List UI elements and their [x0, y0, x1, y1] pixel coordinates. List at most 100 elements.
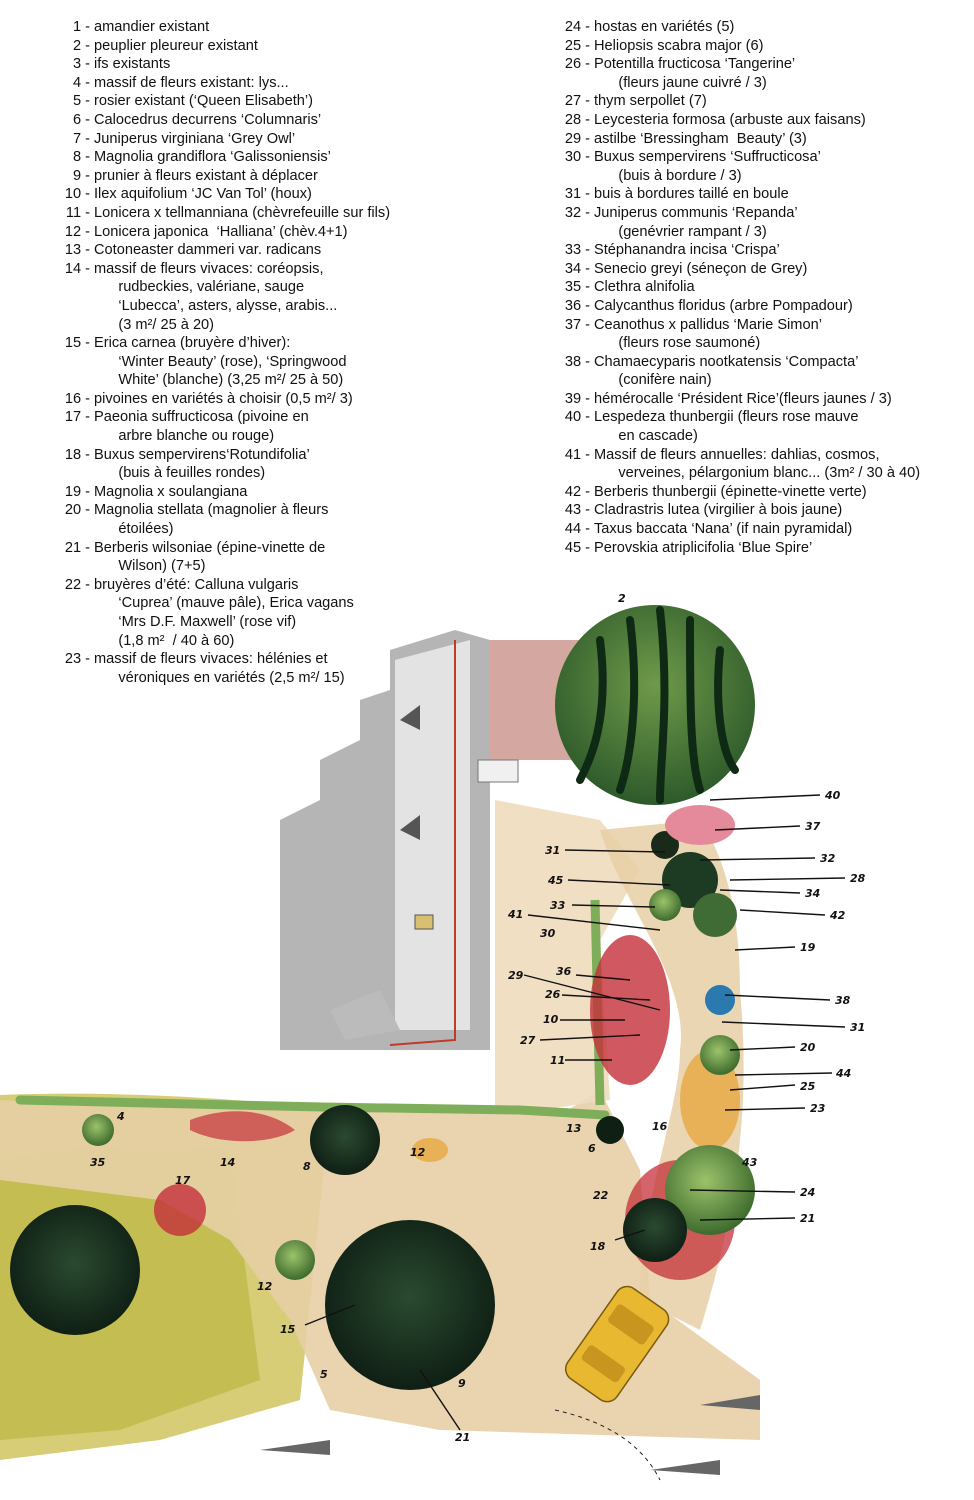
- legend-text: Juniperus virginiana ‘Grey Owl’: [94, 130, 296, 147]
- plan-label: 21: [800, 1212, 815, 1225]
- legend-text: Potentilla fructicosa ‘Tangerine’ (fleur…: [594, 56, 796, 91]
- plan-label: 26: [545, 988, 561, 1001]
- legend-number: 36 -: [564, 297, 590, 314]
- legend-number: 43 -: [564, 502, 590, 519]
- plan-label: 29: [508, 969, 524, 982]
- plan-label: 11: [550, 1054, 565, 1067]
- legend-text: thym serpollet (7): [594, 93, 707, 110]
- legend-entry: 22 -bruyères d’été: Calluna vulgaris ‘Cu…: [62, 576, 517, 650]
- legend-number: 20 -: [64, 502, 90, 519]
- flower-shrub-17: [154, 1184, 206, 1236]
- plan-label: 8: [303, 1160, 311, 1173]
- legend-entry: 7 -Juniperus virginiana ‘Grey Owl’: [62, 130, 517, 149]
- legend-text: massif de fleurs existant: lys...: [94, 74, 289, 91]
- legend-entry: 35 -Clethra alnifolia: [560, 278, 965, 297]
- plan-label: 43: [741, 1156, 758, 1169]
- legend-text: Magnolia x soulangiana: [94, 483, 248, 500]
- legend-entry: 4 -massif de fleurs existant: lys...: [62, 74, 517, 93]
- legend-number: 35 -: [564, 279, 590, 296]
- legend-entry: 33 -Stéphanandra incisa ‘Crispa’: [560, 241, 965, 260]
- plan-label: 2: [618, 592, 626, 605]
- legend-text: Cotoneaster dammeri var. radicans: [94, 242, 322, 259]
- legend-text: Paeonia suffructicosa (pivoine en arbre …: [94, 409, 309, 445]
- legend-number: 12 -: [64, 223, 90, 240]
- plan-label: 31: [545, 844, 560, 857]
- legend-number: 28 -: [564, 111, 590, 128]
- flower-bed-14: [190, 1111, 295, 1142]
- legend-entry: 12 -Lonicera japonica ‘Halliana’ (chèv.4…: [62, 223, 517, 242]
- shrub-4: [82, 1114, 114, 1146]
- legend-entry: 27 -thym serpollet (7): [560, 92, 965, 111]
- legend-entry: 29 -astilbe ‘Bressingham Beauty’ (3): [560, 130, 965, 149]
- dark-shrub-bed: [596, 1116, 624, 1144]
- legend-number: 40 -: [564, 409, 590, 426]
- legend-entry: 1 -amandier existant: [62, 18, 517, 37]
- legend-text: Buxus sempervirens‘Rotundifolia’ (buis à…: [94, 446, 310, 482]
- plan-label: 14: [220, 1156, 235, 1169]
- legend-text: Clethra alnifolia: [594, 279, 695, 296]
- legend-entry: 15 -Erica carnea (bruyère d’hiver): ‘Win…: [62, 334, 517, 390]
- plan-label: 16: [652, 1120, 668, 1133]
- legend-text: massif de fleurs vivaces: hélénies et vé…: [94, 651, 345, 686]
- legend-number: 42 -: [564, 483, 590, 500]
- legend-number: 31 -: [564, 186, 590, 203]
- legend-entry: 24 -hostas en variétés (5): [560, 18, 965, 37]
- legend-entry: 43 -Cladrastris lutea (virgilier à bois …: [560, 501, 965, 520]
- legend-entry: 2 -peuplier pleureur existant: [62, 37, 517, 56]
- legend-entry: 21 -Berberis wilsoniae (épine-vinette de…: [62, 539, 517, 576]
- legend-entry: 20 -Magnolia stellata (magnolier à fleur…: [62, 501, 517, 538]
- plan-label: 22: [593, 1189, 609, 1202]
- legend-text: Berberis wilsoniae (épine-vinette de Wil…: [94, 539, 326, 575]
- legend-number: 15 -: [64, 335, 90, 352]
- legend-text: Magnolia grandiflora ‘Galissoniensis’: [94, 149, 331, 166]
- legend-entry: 26 -Potentilla fructicosa ‘Tangerine’ (f…: [560, 55, 965, 92]
- plan-label: 30: [540, 927, 556, 940]
- legend-text: Calycanthus floridus (arbre Pompadour): [594, 297, 853, 314]
- legend-number: 18 -: [64, 446, 90, 463]
- legend-text: Lonicera japonica ‘Halliana’ (chèv.4+1): [94, 223, 348, 240]
- legend-text: pivoines en variétés à choisir (0,5 m²/ …: [94, 390, 353, 407]
- plan-label: 41: [507, 908, 523, 921]
- flower-bed-orange: [412, 1138, 448, 1162]
- gate-arc: [554, 1409, 661, 1481]
- legend-text: Juniperus communis ‘Repanda’ (genévrier …: [594, 204, 798, 240]
- legend-number: 3 -: [72, 56, 90, 73]
- legend-number: 8 -: [72, 149, 90, 166]
- legend-text: Perovskia atriplicifolia ‘Blue Spire’: [594, 539, 813, 556]
- legend-number: 6 -: [72, 111, 90, 128]
- legend-text: ifs existants: [94, 56, 171, 73]
- legend-number: 33 -: [564, 242, 590, 259]
- legend-text: Cladrastris lutea (virgilier à bois jaun…: [594, 502, 843, 519]
- legend-number: 44 -: [564, 521, 590, 538]
- plan-label: 38: [835, 994, 851, 1007]
- legend-entry: 19 -Magnolia x soulangiana: [62, 483, 517, 502]
- legend-entry: 32 -Juniperus communis ‘Repanda’ (genévr…: [560, 204, 965, 241]
- legend-number: 37 -: [564, 316, 590, 333]
- legend-number: 26 -: [564, 56, 590, 73]
- legend-text: peuplier pleureur existant: [94, 37, 258, 54]
- plan-label: 20: [800, 1041, 816, 1054]
- legend-text: Stéphanandra incisa ‘Crispa’: [594, 242, 780, 259]
- legend-text: Buxus sempervirens ‘Suffructicosa’ (buis…: [594, 149, 821, 184]
- legend-number: 14 -: [64, 260, 90, 277]
- plan-label: 32: [820, 852, 836, 865]
- plan-label: 4: [116, 1110, 125, 1123]
- legend-text: Magnolia stellata (magnolier à fleurs ét…: [94, 502, 329, 538]
- legend-number: 29 -: [564, 130, 590, 147]
- legend-text: amandier existant: [94, 19, 210, 35]
- legend-entry: 18 -Buxus sempervirens‘Rotundifolia’ (bu…: [62, 446, 517, 483]
- legend-number: 27 -: [564, 93, 590, 110]
- gate-wedge-3: [260, 1440, 330, 1455]
- legend-number: 16 -: [64, 390, 90, 407]
- house: [280, 630, 490, 1050]
- plan-label: 18: [590, 1240, 606, 1253]
- dark-tree-left: [10, 1205, 140, 1335]
- legend-text: Massif de fleurs annuelles: dahlias, cos…: [594, 446, 921, 482]
- plan-label: 34: [805, 887, 820, 900]
- legend-entry: 6 -Calocedrus decurrens ‘Columnaris’: [62, 111, 517, 130]
- legend-text: hostas en variétés (5): [594, 19, 735, 35]
- plan-label: 9: [458, 1377, 466, 1390]
- legend-number: 11 -: [65, 204, 90, 221]
